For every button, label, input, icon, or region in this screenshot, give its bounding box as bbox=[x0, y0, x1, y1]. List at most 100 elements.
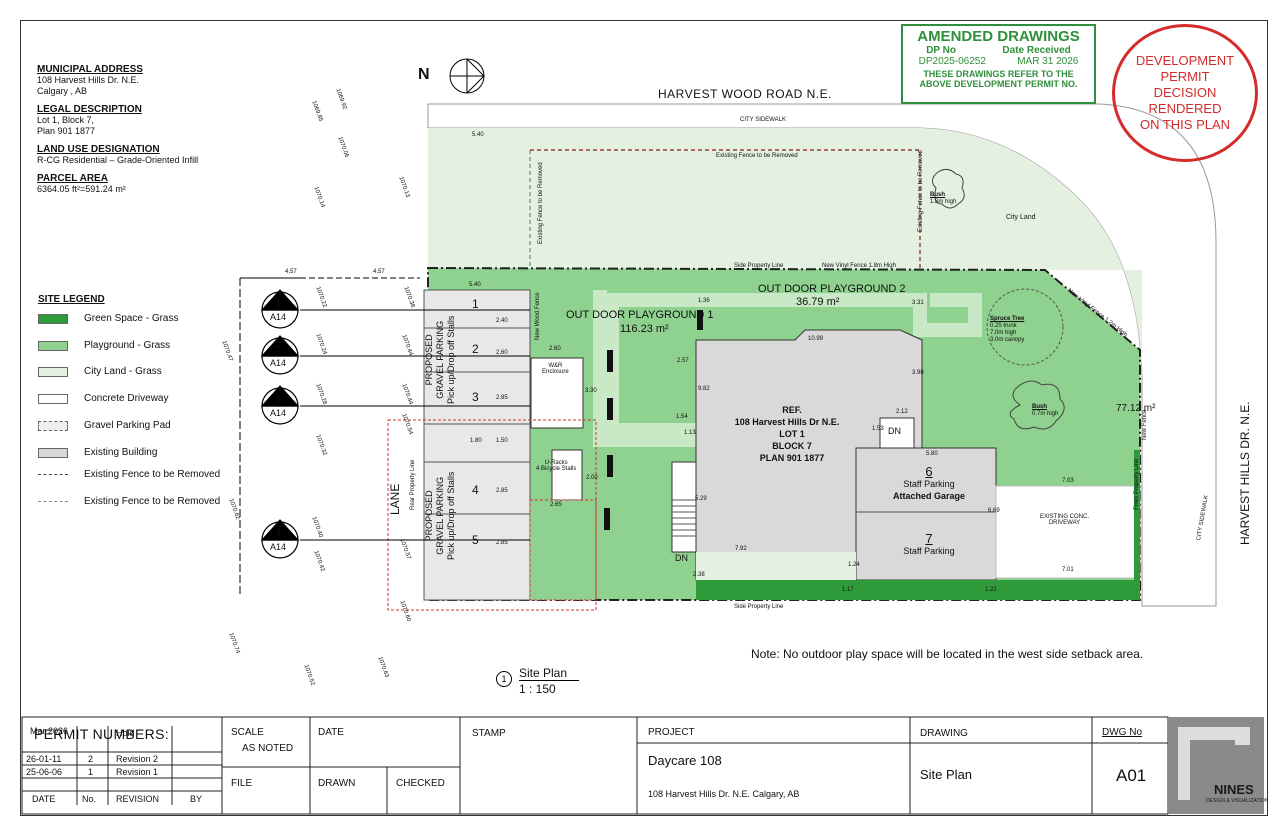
parcel-line1: 6364.05 ft²=591.24 m² bbox=[37, 184, 126, 194]
dimension: 2.85 bbox=[496, 488, 508, 494]
dimension: 2.00 bbox=[586, 475, 598, 481]
project-info: MUNICIPAL ADDRESS 108 Harvest Hills Dr. … bbox=[37, 64, 198, 195]
amended-note2: ABOVE DEVELOPMENT PERMIT NO. bbox=[919, 79, 1078, 89]
marker-num: 2 bbox=[276, 344, 282, 354]
dimension: 2.65 bbox=[550, 502, 562, 508]
city-land-label: City Land bbox=[1006, 214, 1036, 221]
uracks-line: U-Racks bbox=[544, 460, 568, 466]
legend-label: Concrete Driveway bbox=[84, 393, 169, 404]
front-property-line-label: Front Property Line bbox=[1134, 458, 1140, 510]
area-right: 77.12 m² bbox=[1116, 403, 1156, 414]
dimension: 1.53 bbox=[872, 426, 884, 432]
legend-label: Playground - Grass bbox=[84, 340, 171, 351]
existing-driveway-label: EXISTING CONC.DRIVEWAY bbox=[1040, 514, 1089, 526]
legend-swatch bbox=[38, 501, 68, 502]
dimension: 2.12 bbox=[896, 409, 908, 415]
spruce-detail: 0.25 trunk bbox=[990, 323, 1017, 329]
caption-title: Site Plan bbox=[519, 666, 579, 681]
legend-swatch bbox=[38, 420, 68, 431]
parcel-heading: PARCEL AREA bbox=[37, 173, 108, 184]
permit-numbers: PERMIT NUMBERS: bbox=[34, 726, 169, 742]
uracks-line: 4 Bicycle Stalls bbox=[536, 466, 577, 472]
legend-label: Existing Building bbox=[84, 447, 158, 458]
gravel-parking bbox=[423, 289, 531, 601]
playground2-label: OUT DOOR PLAYGROUND 2 bbox=[758, 283, 906, 295]
stamp-label: STAMP bbox=[472, 728, 506, 739]
dimension: 1.36 bbox=[698, 298, 710, 304]
building-lot: LOT 1 bbox=[779, 429, 805, 439]
date-label: DATE bbox=[318, 727, 344, 738]
side-property-line-bottom-label: Side Property Line bbox=[734, 604, 784, 610]
marker-sheet: A14 bbox=[270, 542, 287, 552]
legend-label: City Land - Grass bbox=[84, 366, 162, 377]
dimension: 1.13 bbox=[684, 430, 696, 436]
building-label: REF. 108 Harvest Hills Dr N.E. LOT 1 BLO… bbox=[735, 404, 842, 464]
legend-item: Green Space - Grass bbox=[38, 313, 178, 324]
drawing-name: Site Plan bbox=[920, 767, 973, 782]
land-heading: LAND USE DESIGNATION bbox=[37, 144, 160, 155]
dwg-label: DWG No bbox=[1102, 727, 1142, 738]
gravel-label-line: GRAVEL PARKING bbox=[435, 320, 445, 399]
rev-rev-1: Hold bbox=[116, 728, 135, 738]
legal-heading: LEGAL DESCRIPTION bbox=[37, 104, 142, 115]
site-note: Note: No outdoor play space will be loca… bbox=[751, 647, 1144, 661]
dimension: 4.57 bbox=[373, 269, 385, 275]
bush-detail: 0.7m high bbox=[1032, 411, 1059, 417]
rev-no-3: 1 bbox=[88, 767, 94, 777]
existing-driveway-line: EXISTING CONC. bbox=[1040, 514, 1090, 520]
spruce-detail: 7.0m high bbox=[990, 330, 1017, 336]
dimension: 1.24 bbox=[848, 562, 860, 568]
road-right-label: HARVEST HILLS DR. N.E. bbox=[1238, 401, 1252, 545]
building-ref: REF. bbox=[782, 405, 802, 415]
legend-item: Existing Fence to be Removed bbox=[38, 469, 220, 480]
rev-header-by: BY bbox=[190, 794, 203, 804]
rev-no-2: 2 bbox=[88, 754, 94, 764]
legend-item: Existing Fence to be Removed bbox=[38, 496, 220, 507]
dimension: 2.60 bbox=[549, 346, 561, 352]
dimension: 1.80 bbox=[470, 438, 482, 444]
legend-swatch bbox=[38, 366, 68, 377]
spruce-detail: 3.0m canopy bbox=[990, 337, 1025, 343]
dimension: 3.31 bbox=[912, 300, 924, 306]
dwg-value: A01 bbox=[1116, 766, 1147, 785]
playground1-area: 116.23 m² bbox=[620, 323, 669, 335]
stall-number: 6 bbox=[925, 464, 933, 479]
dimension: 1.54 bbox=[676, 414, 688, 420]
decision-line: DECISION bbox=[1153, 85, 1217, 100]
project-label: PROJECT bbox=[648, 727, 695, 738]
marker-num: 4 bbox=[276, 528, 282, 538]
amended-title: AMENDED DRAWINGS bbox=[917, 28, 1080, 45]
building-plan: PLAN 901 1877 bbox=[759, 453, 825, 463]
dimension: 1.17 bbox=[842, 587, 854, 593]
legend-title: SITE LEGEND bbox=[38, 294, 105, 305]
legend-item: City Land - Grass bbox=[38, 366, 162, 377]
caption-scale: 1 : 150 bbox=[519, 682, 556, 696]
side-property-line-label: Side Property Line bbox=[734, 263, 784, 269]
decision-line: RENDERED bbox=[1148, 101, 1222, 116]
existing-driveway-line: DRIVEWAY bbox=[1048, 520, 1081, 526]
green-space-bottom bbox=[696, 580, 856, 600]
legend-label: Green Space - Grass bbox=[84, 313, 179, 324]
north-label: N bbox=[418, 66, 430, 83]
date-received-label: Date Received bbox=[1002, 45, 1071, 56]
checked-label: CHECKED bbox=[396, 778, 445, 789]
project-address: 108 Harvest Hills Dr. N.E. Calgary, AB bbox=[648, 789, 800, 799]
land-line1: R-CG Residential – Grade-Oriented Infill bbox=[37, 155, 199, 165]
wr-line: W&R bbox=[548, 363, 563, 369]
dp-label: DP No bbox=[926, 45, 957, 56]
dn-label: DN bbox=[675, 553, 688, 563]
section-markers bbox=[239, 277, 530, 595]
drawing-sheet bbox=[20, 20, 1268, 816]
gravel-label-line: Pick up/Drop off Stalls bbox=[446, 471, 456, 560]
decision-line: PERMIT bbox=[1160, 69, 1210, 84]
road-top-label: HARVEST WOOD ROAD N.E. bbox=[658, 87, 832, 101]
fence-removed-right-label: Existing Fence to be Removed bbox=[918, 150, 924, 232]
setback-area bbox=[529, 499, 597, 601]
brand-sub: DESIGN & VISUALIZATION bbox=[1206, 798, 1269, 804]
marker-sheet: A14 bbox=[270, 358, 287, 368]
fence-removed-top bbox=[530, 149, 921, 268]
